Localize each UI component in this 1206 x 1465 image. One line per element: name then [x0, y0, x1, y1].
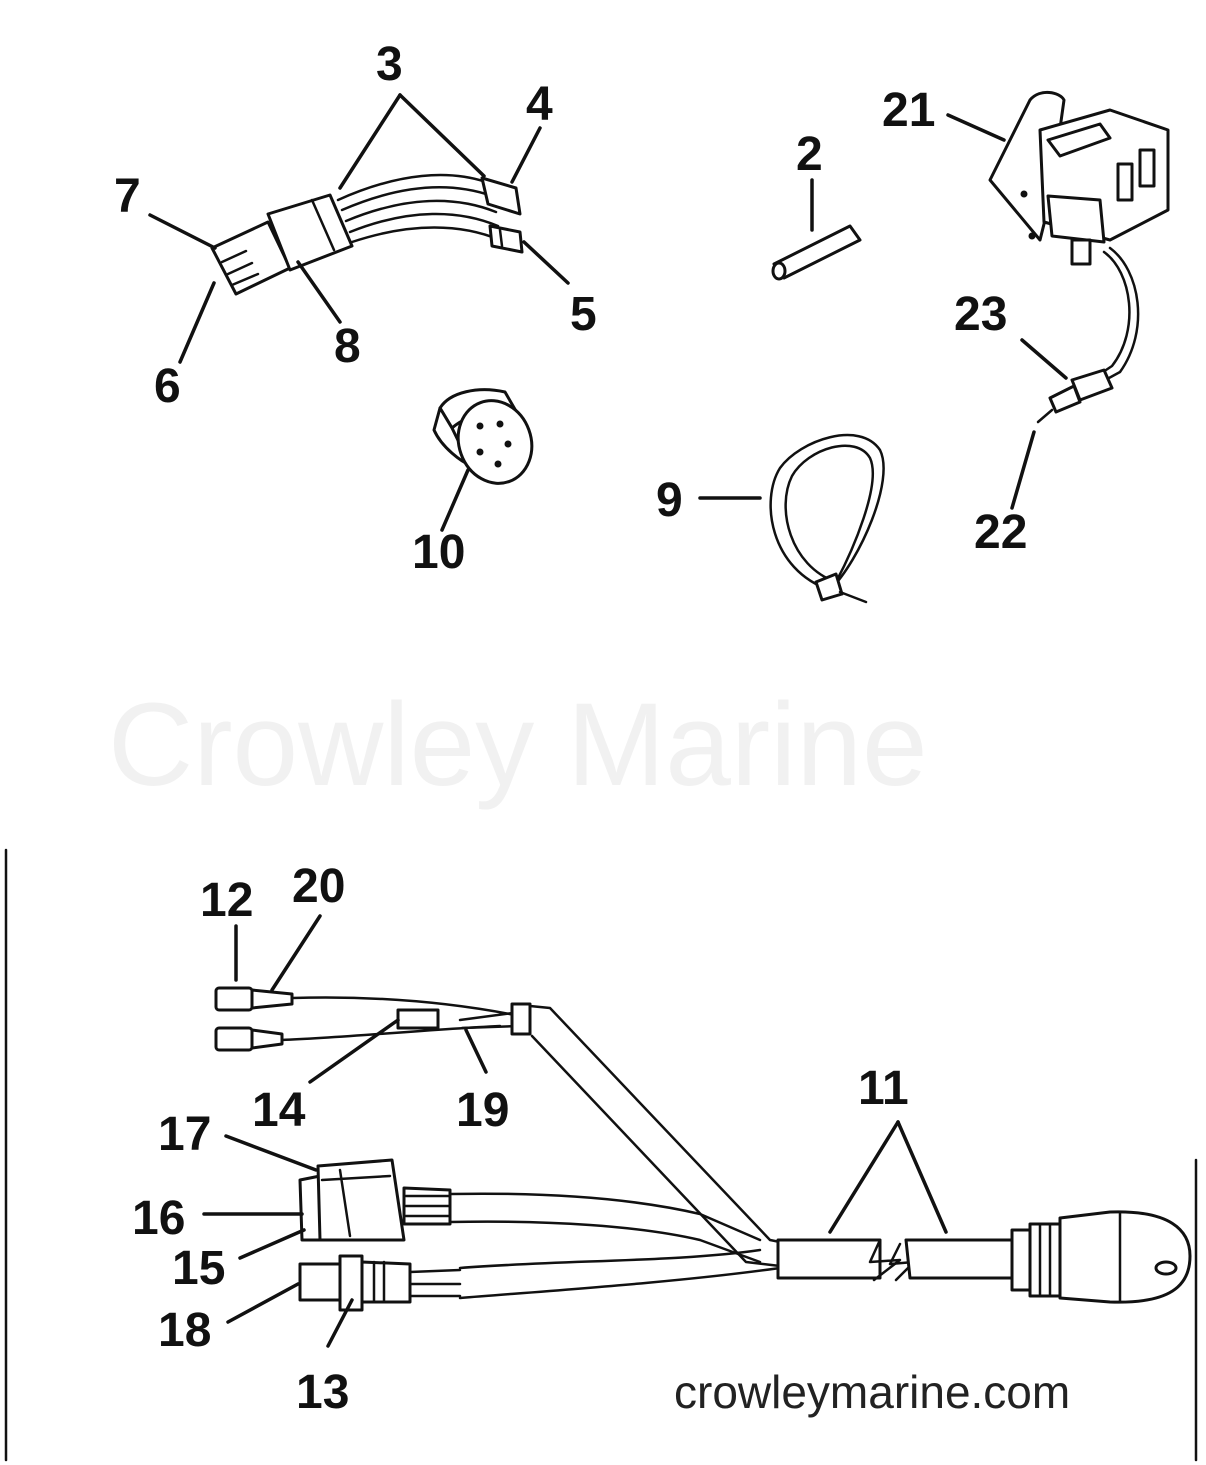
callout-15: 15	[172, 1242, 225, 1295]
callout-21: 21	[882, 84, 935, 137]
callout-18: 18	[158, 1304, 211, 1357]
part-connector-harness	[210, 173, 524, 296]
callout-7: 7	[114, 170, 141, 223]
callout-16: 16	[132, 1192, 185, 1245]
callout-9: 9	[656, 474, 683, 527]
part-module	[988, 91, 1170, 424]
part-strap	[769, 433, 885, 604]
part-main-harness	[214, 986, 1192, 1312]
part-pin	[771, 224, 862, 281]
part-cap	[432, 388, 534, 485]
callout-22: 22	[974, 506, 1027, 559]
callout-17: 17	[158, 1108, 211, 1161]
callout-5: 5	[570, 288, 597, 341]
callout-3: 3	[376, 38, 403, 91]
callout-12: 12	[200, 874, 253, 927]
callout-11: 11	[858, 1062, 909, 1115]
watermark-text: Crowley Marine	[108, 679, 928, 811]
callout-13: 13	[296, 1366, 349, 1419]
callout-8: 8	[334, 320, 361, 373]
callout-4: 4	[526, 78, 553, 131]
callout-23: 23	[954, 288, 1007, 341]
callout-14: 14	[252, 1084, 306, 1137]
callout-2: 2	[796, 128, 823, 181]
callout-19: 19	[456, 1084, 509, 1137]
callout-6: 6	[154, 360, 181, 413]
website-text: crowleymarine.com	[674, 1366, 1070, 1418]
callout-20: 20	[292, 860, 345, 913]
callout-10: 10	[412, 526, 465, 579]
